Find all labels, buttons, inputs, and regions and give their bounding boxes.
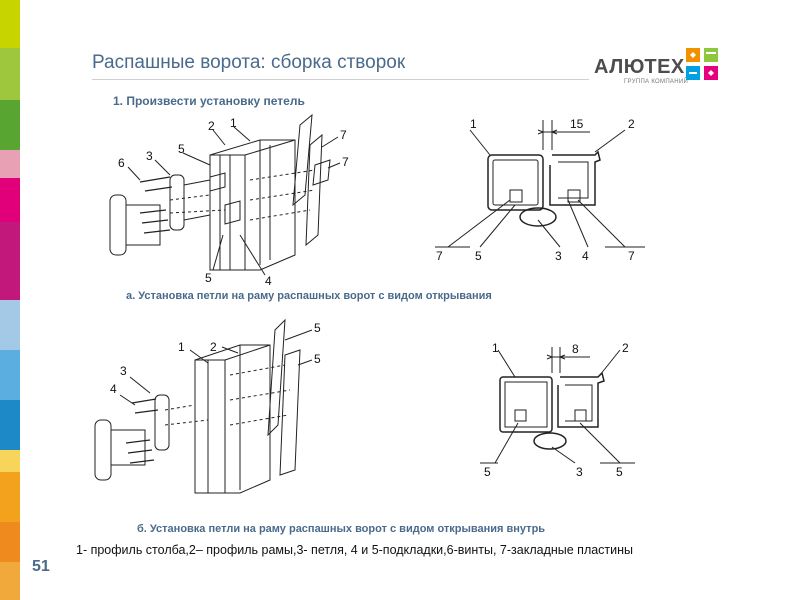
side-color-stripe bbox=[0, 0, 20, 600]
callout-5: 5 bbox=[178, 142, 185, 156]
callout-2: 2 bbox=[622, 341, 629, 355]
callout-7: 7 bbox=[436, 249, 443, 263]
stripe-segment bbox=[0, 150, 20, 178]
title-divider bbox=[92, 79, 589, 80]
callout-5: 5 bbox=[205, 271, 212, 285]
stripe-segment bbox=[0, 48, 20, 100]
callout-4: 4 bbox=[265, 274, 272, 288]
callout-1: 1 bbox=[178, 340, 185, 354]
page-number: 51 bbox=[32, 558, 50, 575]
stripe-segment bbox=[0, 450, 20, 472]
callout-5: 5 bbox=[484, 465, 491, 479]
callout-3: 3 bbox=[120, 364, 127, 378]
stripe-segment bbox=[0, 522, 20, 562]
stripe-segment bbox=[0, 472, 20, 522]
callout-4: 4 bbox=[582, 249, 589, 263]
callout-7: 7 bbox=[342, 155, 349, 169]
logo-name: АЛЮТЕХ bbox=[594, 56, 685, 78]
callout-5: 5 bbox=[314, 352, 321, 366]
stripe-segment bbox=[0, 100, 20, 150]
section-drawing-a: 1 15 2 7 5 3 4 7 bbox=[430, 110, 650, 265]
callout-2: 2 bbox=[628, 117, 635, 131]
hinge-assembly-drawing-b: 4 3 1 2 5 5 bbox=[90, 315, 350, 505]
callout-5: 5 bbox=[314, 321, 321, 335]
logo-mark-icon bbox=[686, 48, 718, 80]
callout-2: 2 bbox=[210, 340, 217, 354]
callout-7: 7 bbox=[628, 249, 635, 263]
dimension-15: 15 bbox=[570, 117, 584, 131]
caption-a: а. Установка петли на раму распашных вор… bbox=[126, 290, 492, 302]
slide-title: Распашные ворота: сборка створок bbox=[92, 52, 406, 73]
section-drawing-b: 1 8 2 5 3 5 bbox=[480, 335, 640, 480]
callout-3: 3 bbox=[576, 465, 583, 479]
callout-6: 6 bbox=[118, 156, 125, 170]
callout-1: 1 bbox=[470, 117, 477, 131]
dimension-8: 8 bbox=[572, 342, 579, 356]
callout-2: 2 bbox=[208, 119, 215, 133]
stripe-segment bbox=[0, 300, 20, 350]
stripe-segment bbox=[0, 400, 20, 450]
hinge-assembly-drawing-a: 6 3 5 2 1 7 7 5 4 bbox=[100, 105, 370, 290]
caption-b: б. Установка петли на раму распашных вор… bbox=[137, 523, 546, 535]
stripe-segment bbox=[0, 350, 20, 400]
stripe-segment bbox=[0, 0, 20, 48]
callout-3: 3 bbox=[555, 249, 562, 263]
callout-1: 1 bbox=[492, 341, 499, 355]
stripe-segment bbox=[0, 222, 20, 300]
callout-7: 7 bbox=[340, 128, 347, 142]
logo-subtitle: ГРУППА КОМПАНИЙ bbox=[624, 79, 689, 85]
callout-5: 5 bbox=[616, 465, 623, 479]
stripe-segment bbox=[0, 178, 20, 222]
callout-5: 5 bbox=[475, 249, 482, 263]
callout-3: 3 bbox=[146, 149, 153, 163]
company-logo: АЛЮТЕХ ГРУППА КОМПАНИЙ bbox=[594, 46, 724, 86]
step-title: 1. Произвести установку петель bbox=[113, 94, 305, 108]
callout-1: 1 bbox=[230, 116, 237, 130]
parts-legend: 1- профиль столба,2– профиль рамы,3- пет… bbox=[76, 543, 634, 557]
callout-4: 4 bbox=[110, 382, 117, 396]
stripe-segment bbox=[0, 562, 20, 600]
